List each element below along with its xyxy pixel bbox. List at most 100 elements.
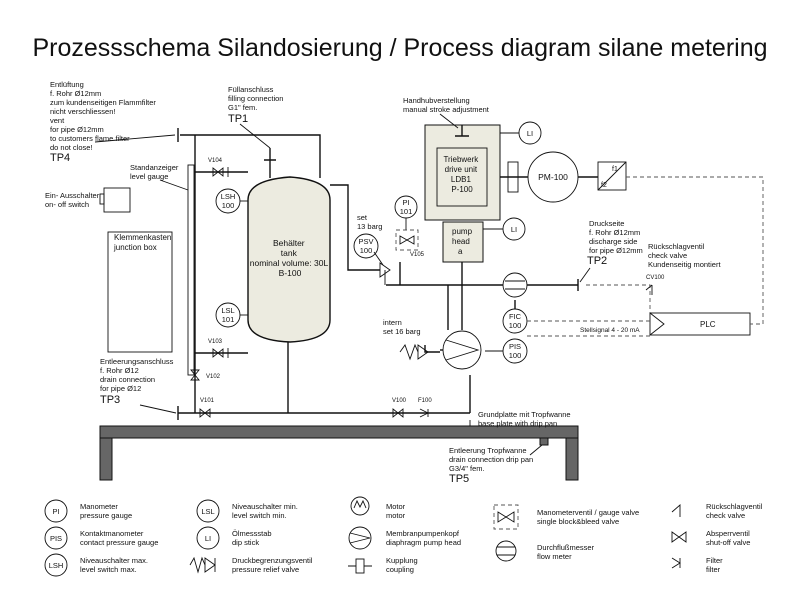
svg-text:LI: LI bbox=[205, 534, 211, 543]
svg-text:V103: V103 bbox=[208, 339, 223, 345]
svg-text:V102: V102 bbox=[206, 374, 221, 380]
base-plate bbox=[99, 425, 579, 439]
legend-lsh-symbol bbox=[44, 553, 68, 577]
tp5-leader bbox=[529, 444, 543, 456]
tp3-leader bbox=[139, 404, 177, 414]
legend-pumphead-symbol bbox=[348, 526, 372, 550]
intern-relief-valve bbox=[417, 344, 429, 360]
legend-check-symbol bbox=[671, 504, 681, 517]
frequency-converter bbox=[597, 161, 627, 191]
intern-set-note: intern set 16 barg bbox=[383, 318, 421, 336]
svg-text:V104: V104 bbox=[208, 158, 223, 164]
legend-shutoff-symbol bbox=[671, 531, 687, 543]
junction-box bbox=[107, 231, 173, 353]
filter-f100 bbox=[419, 408, 430, 418]
fc-diagonal bbox=[597, 161, 627, 191]
flow-meter bbox=[502, 272, 528, 298]
level-gauge-tube bbox=[187, 164, 195, 376]
relief-spring bbox=[399, 343, 419, 361]
stroke-adjust-note: Handhubverstellung manual stroke adjustm… bbox=[403, 96, 490, 114]
tp1-note: Füllanschluss filling connection G1" fem… bbox=[228, 85, 286, 112]
cv100-symbol bbox=[645, 284, 653, 295]
legend-filter-symbol bbox=[671, 557, 681, 569]
tank-label: B-100 bbox=[279, 268, 302, 278]
legend-lsl-symbol bbox=[196, 499, 220, 523]
tp3-tag: TP3 bbox=[100, 394, 120, 406]
drive-unit-ldb1 bbox=[436, 147, 488, 207]
plc-label: PLC bbox=[700, 320, 716, 329]
tp1-nozzle bbox=[264, 148, 276, 178]
svg-text:CV100: CV100 bbox=[646, 275, 665, 281]
tp1-leader bbox=[239, 123, 271, 149]
tank-b100 bbox=[247, 176, 331, 343]
tp4-note: Entlüftung f. Rohr Ø12mm zum kundenseiti… bbox=[50, 80, 158, 152]
valve-v103 bbox=[212, 348, 224, 358]
valve-v101 bbox=[199, 408, 211, 418]
psv-return-line bbox=[330, 184, 380, 271]
valve-v104 bbox=[212, 167, 224, 177]
pump-head-a bbox=[442, 221, 484, 263]
vent-line bbox=[180, 134, 321, 178]
tp2-tag: TP2 bbox=[587, 255, 607, 267]
svg-text:PIS: PIS bbox=[50, 534, 62, 543]
psv-set-note: set 13 barg bbox=[357, 213, 382, 231]
svg-text:V100: V100 bbox=[392, 398, 407, 404]
drip-pan-drain bbox=[539, 437, 549, 446]
legend-gaugevalve-symbol bbox=[493, 504, 519, 530]
page-title: Prozessschema Silandosierung / Process d… bbox=[32, 34, 767, 62]
signal-label: Stellsignal 4 - 20 mA bbox=[580, 327, 640, 334]
psv-valve bbox=[376, 262, 391, 278]
valve-v100 bbox=[392, 408, 404, 418]
tp3-note: Entleerungsanschluss f. Rohr Ø12 drain c… bbox=[100, 357, 175, 393]
onoff-switch bbox=[103, 187, 131, 213]
drive-housing bbox=[424, 124, 501, 221]
baseplate-note: Grundplatte mit Tropfwanne base plate wi… bbox=[478, 410, 573, 428]
motor-label: PM-100 bbox=[538, 172, 568, 182]
base-leg-right bbox=[565, 437, 579, 481]
svg-text:Niveauschalter min.level switc: Niveauschalter min.level switch min. bbox=[232, 502, 298, 520]
valve-v102 bbox=[190, 369, 200, 381]
svg-text:LSL: LSL bbox=[201, 507, 214, 516]
svg-text:Triebwerk drive unit L: Triebwerk drive unit LDB1 P-100 bbox=[443, 155, 480, 194]
svg-text:Niveauschalter max.level switc: Niveauschalter max.level switch max. bbox=[80, 556, 148, 574]
svg-text:LI: LI bbox=[511, 225, 517, 234]
psv-100 bbox=[353, 233, 379, 259]
v105-label: V105 bbox=[410, 252, 425, 258]
svg-text:Behälter tank nominal: Behälter tank nominal volume: 30L B-100 bbox=[250, 238, 331, 278]
level-gauge-note: Standanzeiger level gauge bbox=[130, 163, 180, 181]
onoff-note: Ein- Ausschalter on- off switch bbox=[45, 191, 101, 209]
svg-text:F100: F100 bbox=[418, 398, 432, 404]
tank-label: Behälter bbox=[273, 238, 305, 248]
coupling bbox=[507, 161, 519, 193]
gauge-valve-v105 bbox=[395, 229, 419, 251]
tp4-leader bbox=[94, 134, 176, 143]
legend-li-symbol bbox=[196, 526, 220, 550]
check-valve-note: Rückschlagventil check valve Kundenseiti… bbox=[648, 242, 721, 269]
legend-pi-symbol bbox=[44, 499, 68, 523]
stroke-adjust-knob bbox=[455, 125, 469, 137]
tp2-note: Druckseite f. Rohr Ø12mm discharge side … bbox=[589, 219, 643, 255]
svg-text:V101: V101 bbox=[200, 398, 215, 404]
legend-prv-symbol bbox=[189, 556, 206, 574]
base-leg-left bbox=[99, 437, 113, 481]
tp2-dash bbox=[586, 284, 651, 313]
plc-to-fc-signal bbox=[626, 176, 764, 325]
svg-text:LI: LI bbox=[527, 129, 533, 138]
diaphragm-pump bbox=[442, 330, 482, 370]
tp5-tag: TP5 bbox=[449, 473, 469, 485]
